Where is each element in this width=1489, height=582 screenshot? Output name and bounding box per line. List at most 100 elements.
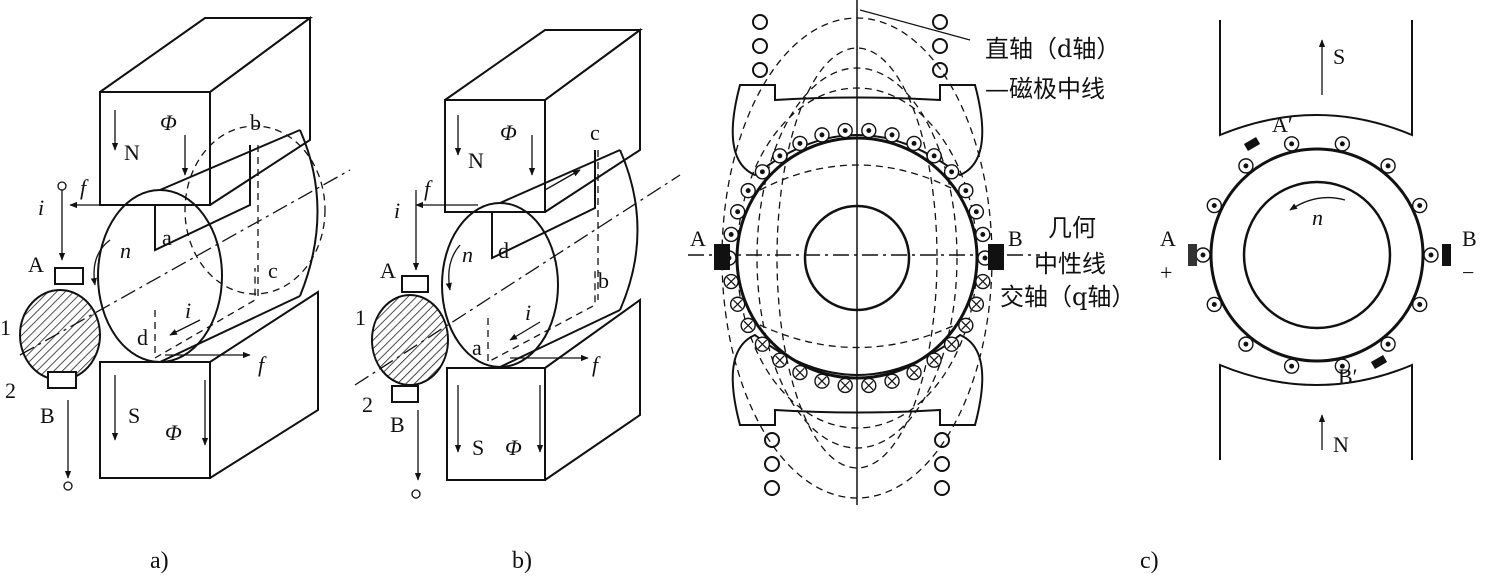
- conductor-cross: [733, 299, 743, 309]
- label-N: N: [1333, 432, 1349, 457]
- label-a: a: [162, 225, 172, 250]
- conductor-dot: [1339, 363, 1345, 369]
- conductor-cross: [726, 276, 736, 287]
- conductor-cross: [978, 276, 988, 287]
- conductor-dot: [842, 128, 848, 133]
- conductor-dot: [1428, 252, 1434, 258]
- conductor-cross: [971, 299, 981, 309]
- label-S: S: [1333, 44, 1345, 69]
- label-A: A: [1160, 226, 1176, 251]
- label-n: n: [120, 238, 131, 263]
- label-phi-top: Φ: [160, 110, 177, 135]
- conductor-dot: [745, 188, 751, 194]
- conductor-dot: [1385, 341, 1391, 347]
- north-pole-block-a: [99, 16, 314, 206]
- label-N: N: [468, 148, 484, 173]
- armature-coil-a: [154, 145, 259, 360]
- current-force-arrows-a: [57, 110, 251, 491]
- label-f-bot: f: [258, 352, 267, 377]
- label-phi-top: Φ: [500, 120, 517, 145]
- label-d: d: [137, 325, 148, 350]
- label-f-bot: f: [592, 352, 601, 377]
- conductor-cross: [757, 339, 768, 349]
- label-S: S: [128, 403, 140, 428]
- label-minus: −: [1462, 260, 1474, 285]
- label-b: b: [250, 110, 261, 135]
- armature-conductors: [721, 122, 993, 394]
- conductor-dot: [949, 169, 955, 175]
- conductor-cross: [775, 355, 785, 365]
- commutator-b: [371, 275, 449, 403]
- label-2: 2: [5, 378, 16, 403]
- brush-B: [988, 244, 1004, 270]
- conductor-dot: [889, 132, 895, 138]
- label-A-prime: A′: [1272, 112, 1293, 137]
- south-pole-block-a: [99, 290, 319, 479]
- figure-b: N Φ c d b a n i i f f A B 1 2 S Φ b): [354, 28, 681, 574]
- conductor-dot: [777, 153, 783, 159]
- label-1: 1: [0, 315, 11, 340]
- label-f-top: f: [80, 175, 89, 200]
- conductor-dot: [1417, 203, 1423, 208]
- label-S: S: [472, 435, 484, 460]
- conductor-dot: [1200, 252, 1206, 258]
- brush-A-prime: [1243, 137, 1261, 151]
- field-coils: [752, 14, 950, 496]
- conductor-dot: [980, 232, 986, 237]
- label-B-prime: B′: [1338, 364, 1358, 389]
- figure-a: N Φ b a c d n i i f f A B 1 2 S Φ a): [0, 16, 351, 574]
- conductor-dot: [1289, 141, 1295, 147]
- label-B: B: [1462, 226, 1477, 251]
- label-a: a: [472, 335, 482, 360]
- conductor-cross: [743, 320, 753, 331]
- brush-B: [1442, 244, 1451, 266]
- right-rotor: [1209, 147, 1425, 363]
- right-arrows: [1289, 39, 1346, 450]
- caption-c: c): [1140, 548, 1159, 574]
- conductor-cross: [946, 339, 957, 349]
- brush-A: [714, 244, 730, 270]
- conductor-dot: [982, 255, 988, 261]
- conductor-cross: [864, 380, 874, 391]
- label-N: N: [124, 140, 140, 165]
- label-n: n: [1312, 205, 1323, 230]
- label-geom2: 中性线: [1034, 250, 1106, 278]
- label-A: A: [28, 252, 44, 277]
- label-A: A: [380, 258, 396, 283]
- caption-a: a): [150, 548, 169, 574]
- label-n: n: [462, 242, 473, 267]
- label-plus: +: [1160, 260, 1172, 285]
- conductor-cross: [909, 367, 919, 378]
- conductor-dot: [973, 209, 979, 215]
- conductor-dot: [866, 128, 872, 133]
- conductor-dot: [735, 209, 741, 215]
- brush-A: [1188, 244, 1197, 266]
- label-i-mid: i: [185, 298, 191, 323]
- label-i-mid: i: [525, 300, 531, 325]
- figure-c-right: S N A′ B′ A + B − n: [1160, 20, 1477, 460]
- conductor-dot: [1243, 341, 1249, 347]
- south-pole-block-b: [446, 298, 641, 481]
- label-phi-bot: Φ: [165, 420, 182, 445]
- conductor-cross: [817, 376, 827, 386]
- commutator-a: [19, 267, 101, 389]
- label-pole-line: —磁极中线: [985, 75, 1105, 103]
- label-d-axis: 直轴（d轴）: [985, 35, 1120, 63]
- label-A: A: [690, 226, 706, 251]
- conductor-dot: [797, 140, 803, 146]
- conductor-cross: [840, 380, 850, 391]
- conductor-dot: [911, 140, 917, 146]
- current-force-arrows-b: [411, 115, 589, 499]
- label-b: b: [598, 268, 609, 293]
- label-B: B: [40, 403, 55, 428]
- conductor-dot: [1417, 302, 1423, 307]
- label-B: B: [390, 412, 405, 437]
- label-1: 1: [355, 305, 366, 330]
- conductor-cross: [795, 367, 805, 378]
- label-c: c: [590, 120, 600, 145]
- label-i-top: i: [394, 198, 400, 223]
- north-pole-block-b: [444, 28, 644, 213]
- figure-c-left: A B 直轴（d轴） —磁极中线 几何 中性线 交轴（q轴） c): [688, 0, 1159, 574]
